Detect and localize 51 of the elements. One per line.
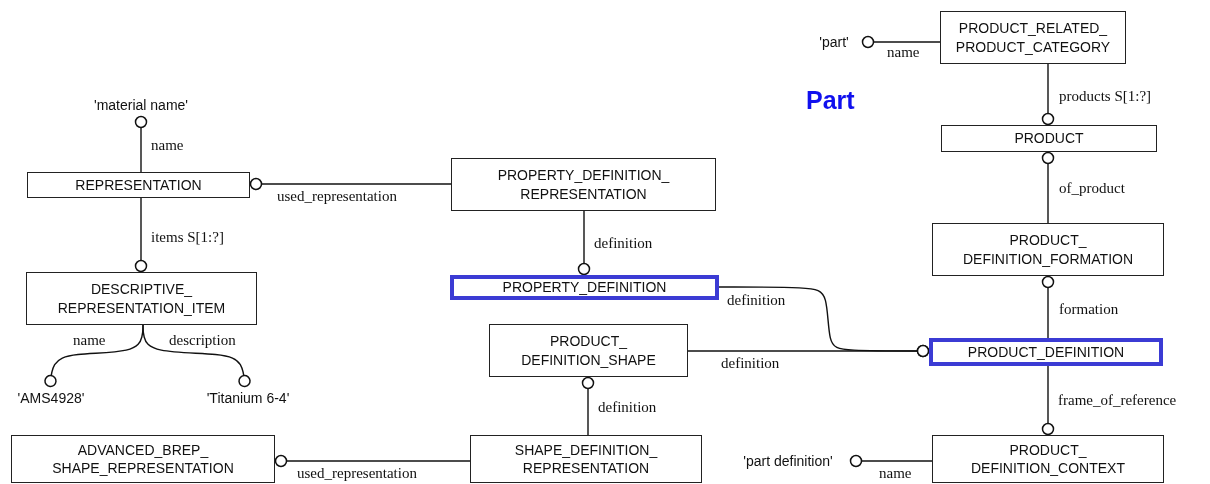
relationship-line bbox=[1041, 365, 1055, 436]
entity-box bbox=[929, 338, 1163, 366]
entity-box bbox=[932, 223, 1164, 276]
relationship-line bbox=[687, 344, 930, 358]
relationship-line bbox=[249, 177, 452, 191]
entity-name: SHAPE_DEFINITION_ REPRESENTATION bbox=[513, 440, 659, 478]
attribute-label: frame_of_reference bbox=[1057, 392, 1178, 409]
string-value: 'AMS4928' bbox=[4, 387, 98, 409]
entity-name: PROPERTY_DEFINITION_ REPRESENTATION bbox=[496, 166, 671, 203]
relationship-line bbox=[861, 35, 941, 49]
relationship-line bbox=[1041, 151, 1055, 224]
attribute-label: description bbox=[168, 332, 237, 349]
entity-box bbox=[932, 435, 1164, 483]
attribute-label: products S[1:?] bbox=[1058, 88, 1153, 105]
string-value: 'material name' bbox=[76, 94, 206, 116]
entity-box bbox=[940, 11, 1126, 64]
entity-box bbox=[26, 272, 257, 325]
relationship-line bbox=[581, 376, 595, 436]
entity-name: ADVANCED_BREP_ SHAPE_REPRESENTATION bbox=[51, 440, 235, 478]
entity-name: PRODUCT_ DEFINITION_CONTEXT bbox=[970, 440, 1126, 478]
entity-box bbox=[450, 275, 719, 300]
entity-name: PRODUCT_ DEFINITION_SHAPE bbox=[520, 332, 657, 369]
relationship-line bbox=[134, 197, 148, 273]
entity-name: PRODUCT_RELATED_ PRODUCT_CATEGORY bbox=[954, 19, 1112, 56]
relationship-line bbox=[577, 210, 591, 276]
entity-box bbox=[27, 172, 250, 198]
attribute-label: of_product bbox=[1058, 180, 1126, 197]
entity-box bbox=[451, 158, 716, 211]
entity-box bbox=[11, 435, 275, 483]
relationship-line bbox=[1041, 63, 1055, 126]
relationship-line bbox=[142, 324, 251, 388]
string-value: 'Titanium 6-4' bbox=[186, 387, 310, 409]
entity-name: PROPERTY_DEFINITION bbox=[502, 278, 667, 297]
relationship-line bbox=[849, 454, 933, 468]
entity-box bbox=[489, 324, 688, 377]
entity-name: PRODUCT bbox=[1014, 129, 1084, 148]
attribute-label: items S[1:?] bbox=[150, 229, 225, 246]
attribute-label: used_representation bbox=[276, 188, 398, 205]
section-label: Part bbox=[806, 86, 855, 115]
relationship-line bbox=[134, 115, 148, 173]
entity-name: PRODUCT_ DEFINITION_FORMATION bbox=[961, 231, 1135, 268]
entity-box bbox=[470, 435, 702, 483]
entity-name: PRODUCT_DEFINITION bbox=[967, 342, 1125, 362]
attribute-label: used_representation bbox=[296, 465, 418, 482]
entity-name: DESCRIPTIVE_ REPRESENTATION_ITEM bbox=[56, 280, 227, 317]
string-value: 'part' bbox=[806, 31, 862, 53]
relationship-line bbox=[274, 454, 471, 468]
entity-box bbox=[941, 125, 1157, 152]
entity-name: REPRESENTATION bbox=[75, 175, 202, 195]
string-value: 'part definition' bbox=[726, 450, 850, 472]
relationship-line bbox=[1041, 275, 1055, 339]
